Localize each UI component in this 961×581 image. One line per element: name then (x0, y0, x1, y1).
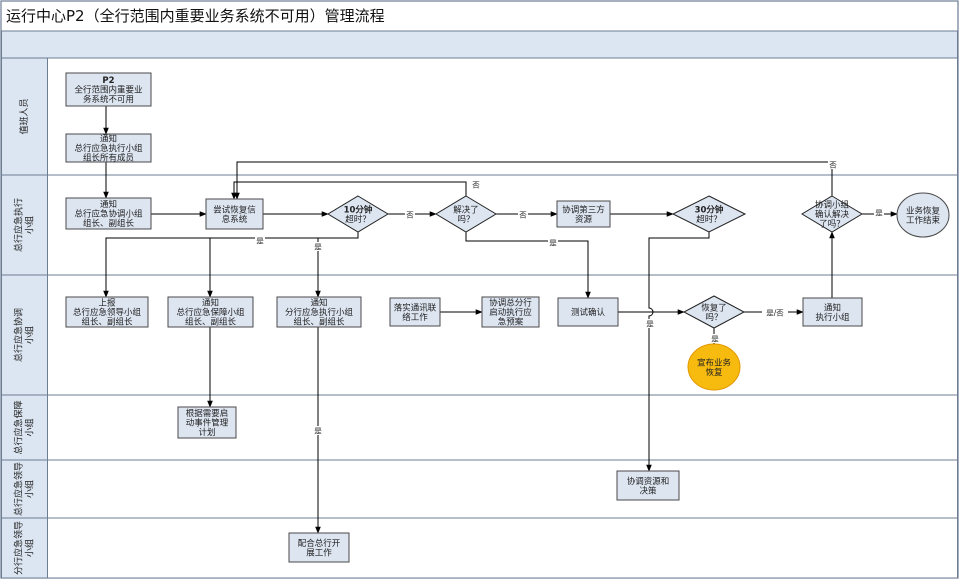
node-test: 测试确认 (557, 297, 619, 327)
node-d10: 10分钟超时？ (327, 195, 389, 233)
lane-duty: 值班人员 (1, 57, 958, 176)
connector-label-yes: 是 (646, 320, 654, 329)
connector-label-no: 否 (406, 211, 414, 220)
node-label: 测试确认 (571, 307, 606, 318)
node-try-restore: 尝试恢复信息系统 (205, 198, 264, 230)
lane-header (1, 394, 48, 461)
connector-label-no: 否 (519, 211, 527, 220)
node-comm: 落实通讯联络工作 (389, 297, 441, 327)
connector-label-yes: 是 (549, 239, 557, 248)
connector-label-yes: 是 (256, 237, 264, 246)
node-notify-support: 通知总行应急保障小组组长、副组长 (167, 296, 254, 328)
header-band (1, 30, 958, 59)
node-label: 通知总行应急执行小组组长所有成员 (74, 134, 143, 164)
node-label: 上报总行应急领导小组组长、副组长 (73, 298, 142, 328)
node-label: 通知总行应急协调小组组长、副组长 (74, 199, 143, 229)
lane-header (1, 517, 48, 579)
node-label: 通知分行应急执行小组组长、副组长 (285, 298, 354, 328)
connector-label-yes: 是 (875, 209, 883, 218)
node-recovered: 恢复了吗？ (682, 295, 746, 329)
lane-header (1, 174, 48, 276)
connector-label-bg (874, 208, 884, 217)
node-label: 业务恢复工作结束 (906, 205, 941, 226)
node-label: 落实通讯联络工作 (394, 302, 437, 323)
connector-label-bg (518, 210, 528, 219)
lane-label: 总行应急协调小组 (13, 308, 36, 362)
connector-8 (234, 161, 833, 200)
node-solved: 解决了吗？ (435, 195, 497, 233)
node-plan: 根据需要启动事件管理计划 (177, 406, 237, 439)
node-label: 宣布业务恢复 (697, 357, 732, 378)
node-label: 解决了吗？ (453, 204, 479, 225)
node-label: 通知总行应急保障小组组长、副组长 (176, 298, 245, 328)
lane-lead: 总行应急领导小组 (1, 459, 958, 519)
lane-header (1, 459, 48, 519)
connector-label-bg (405, 210, 415, 219)
node-label: 恢复了吗？ (701, 302, 727, 323)
node-notify-coord: 通知总行应急协调小组组长、副组长 (65, 197, 152, 230)
lane-label: 总行应急保障小组 (13, 400, 36, 454)
node-label: 协调小组确认解决了吗？ (815, 200, 850, 230)
connector-label-yes: 是 (711, 335, 719, 344)
diagram-title: 运行中心P2（全行范围内重要业务系统不可用）管理流程 (6, 7, 385, 25)
connector-10 (103, 232, 359, 298)
node-label: 根据需要启动事件管理计划 (186, 408, 229, 438)
node-label: 通知执行小组 (815, 302, 850, 323)
connector-label-bg (828, 160, 838, 169)
node-confirm-coord: 协调小组确认解决了吗？ (801, 195, 863, 233)
lane-header (1, 57, 48, 176)
node-label: 配合总行开展工作 (298, 538, 341, 559)
node-notify-all: 通知总行应急执行小组组长所有成员 (65, 133, 152, 164)
lane-label: 总行应急执行小组 (13, 198, 36, 252)
node-notify-exec: 通知执行小组 (802, 297, 863, 327)
lane-support: 总行应急保障小组 (1, 394, 958, 461)
node-label: 协调资源和决策 (627, 476, 670, 497)
connector-label-yes: 是 (314, 427, 322, 436)
connector-label-bg (710, 334, 720, 343)
node-label: 协调第三方资源 (562, 204, 605, 225)
node-d30: 30分钟超时？ (671, 195, 747, 233)
connector-label-bg (255, 236, 265, 245)
lane-coord: 总行应急协调小组 (1, 274, 958, 396)
connector-label-no: 否 (829, 161, 837, 170)
lane-exec: 总行应急执行小组 (1, 174, 958, 276)
connector-label-bg (762, 308, 788, 317)
node-cooperate: 配合总行开展工作 (288, 532, 350, 563)
node-report-lead: 上报总行应急领导小组组长、副组长 (65, 296, 149, 328)
connector-label-yes: 是 (314, 243, 322, 252)
connector-labels: 否否否否是是是是是是/否是是 (255, 160, 884, 436)
connector-label-bg (313, 426, 323, 435)
connector-label-no: 否 (472, 181, 480, 190)
lane-label: 分行应急领导小组 (13, 521, 36, 575)
connector-label-bg (471, 180, 481, 189)
node-end: 业务恢复工作结束 (896, 192, 950, 238)
lane-label: 值班人员 (18, 98, 30, 134)
connector-label-yes_no: 是/否 (766, 309, 784, 318)
node-notify-branch: 通知分行应急执行小组组长、副组长 (276, 296, 362, 328)
connector-label-bg (548, 238, 558, 247)
node-label: 协调总分行启动执行应急预案 (489, 298, 532, 328)
lane-branch: 分行应急领导小组 (1, 517, 958, 579)
node-decide: 协调资源和决策 (616, 470, 680, 501)
connector-7 (231, 181, 467, 200)
connector-14 (646, 232, 710, 472)
lane-header (1, 274, 48, 396)
lane-label: 总行应急领导小组 (13, 462, 36, 516)
node-coord-third: 协调第三方资源 (556, 200, 611, 228)
swimlanes: 值班人员总行应急执行小组总行应急协调小组总行应急保障小组总行应急领导小组分行应急… (1, 57, 958, 579)
connector-label-bg (313, 242, 323, 251)
node-coord-branch: 协调总分行启动执行应急预案 (481, 296, 540, 328)
node-label: 30分钟超时？ (695, 204, 724, 225)
connector-13 (465, 232, 591, 299)
node-label: 10分钟超时？ (344, 204, 373, 225)
node-announce: 宣布业务恢复 (687, 343, 741, 391)
node-label: 尝试恢复信息系统 (213, 204, 256, 225)
connector-label-bg (645, 319, 655, 328)
